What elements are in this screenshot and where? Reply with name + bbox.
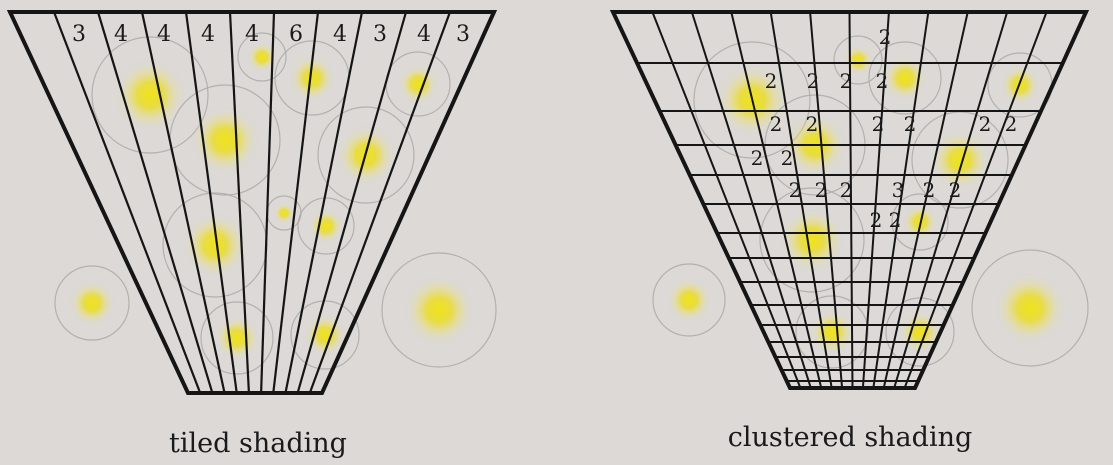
tile-slice-line: [284, 11, 364, 394]
light-radius-ring: [237, 32, 287, 82]
light-radius-ring: [381, 252, 497, 368]
light-source: [381, 252, 497, 368]
tiled-shading-diagram: tiled shading 3 4 4 4 4 6 4 3 4 3: [6, 10, 498, 459]
tiled-light-sources: [54, 32, 497, 375]
light-source: [54, 265, 130, 341]
cluster-count: 3: [892, 178, 905, 202]
clustered-shading-diagram: clustered shading 2 2 2 2 2 2 2 2 2 2 2 …: [609, 10, 1090, 453]
tiled-caption: tiled shading: [169, 428, 347, 459]
tile-slice-line: [184, 11, 238, 394]
cluster-count: 2: [870, 208, 883, 232]
frustum-outline: [6, 10, 498, 395]
cluster-count: 2: [815, 178, 828, 202]
light-source: [971, 249, 1089, 367]
light-radius-ring: [795, 295, 869, 369]
tile-count-9: 4: [417, 22, 431, 47]
light-radius-ring: [317, 106, 415, 204]
tile-count-6: 6: [289, 22, 303, 47]
light-glow: [182, 212, 248, 278]
light-glow: [273, 202, 295, 224]
light-glow: [289, 55, 335, 101]
clustered-light-sources: [652, 35, 1089, 369]
tile-slice-line: [228, 11, 251, 394]
cluster-count: 2: [872, 112, 885, 136]
light-glow: [994, 272, 1066, 344]
light-source: [200, 301, 274, 375]
tile-count-4: 4: [201, 22, 215, 47]
light-glow: [190, 105, 260, 175]
clustered-grid: [609, 10, 1090, 390]
cluster-count: 2: [904, 112, 917, 136]
tiled-grid: [6, 10, 498, 395]
light-radius-ring: [971, 249, 1089, 367]
light-glow: [114, 59, 186, 131]
cluster-count: 2: [781, 146, 794, 170]
light-radius-ring: [833, 35, 883, 85]
light-source: [385, 51, 451, 117]
light-radius-ring: [868, 41, 942, 115]
light-glow: [403, 274, 475, 346]
cluster-count: 2: [889, 208, 902, 232]
tile-slice-line: [308, 11, 452, 394]
light-glow: [308, 208, 344, 244]
light-source: [652, 263, 726, 337]
light-glow: [666, 277, 712, 323]
light-radius-ring: [54, 265, 130, 341]
cluster-count: 2: [879, 25, 892, 49]
cluster-count: 2: [807, 69, 820, 93]
tile-slice-line: [272, 11, 320, 394]
light-glow: [69, 280, 115, 326]
light-radius-ring: [652, 263, 726, 337]
light-radius-ring: [885, 297, 955, 367]
light-radius-ring: [891, 193, 949, 251]
tile-count-3: 4: [157, 22, 171, 47]
tile-count-7: 4: [333, 22, 347, 47]
cluster-count: 2: [770, 112, 783, 136]
light-radius-ring: [693, 41, 811, 159]
tile-count-8: 3: [373, 22, 387, 47]
light-radius-ring: [297, 197, 355, 255]
cluster-count: 2: [949, 178, 962, 202]
tile-count-2: 4: [114, 22, 128, 47]
light-radius-ring: [759, 187, 865, 293]
tile-count-10: 3: [456, 22, 470, 47]
tiled-light-counts: 3 4 4 4 4 6 4 3 4 3: [72, 22, 470, 47]
light-glow: [809, 309, 855, 355]
tile-count-1: 3: [72, 22, 86, 47]
light-source: [237, 32, 287, 82]
tile-slice-line: [96, 11, 214, 394]
cluster-count: 2: [923, 178, 936, 202]
cluster-count: 2: [751, 146, 764, 170]
light-radius-ring: [200, 301, 274, 375]
tile-slice-line: [52, 11, 202, 394]
cluster-count: 2: [979, 112, 992, 136]
light-glow: [214, 315, 260, 361]
light-radius-ring: [290, 300, 360, 370]
tile-slice-line: [259, 11, 276, 394]
clustered-light-counts: 2 2 2 2 2 2 2 2 2 2 2 2 2 2 2 2 3 2 2 2 …: [751, 25, 1018, 232]
tile-slice-line: [140, 11, 226, 394]
cluster-count: 2: [806, 112, 819, 136]
cluster-count: 2: [840, 178, 853, 202]
cluster-count: 2: [765, 69, 778, 93]
light-glow: [247, 42, 277, 72]
cluster-count: 2: [1005, 112, 1018, 136]
light-source: [91, 36, 209, 154]
cluster-count: 2: [876, 69, 889, 93]
tile-slice-line: [296, 11, 408, 394]
cluster-count: 2: [789, 178, 802, 202]
clustered-caption: clustered shading: [728, 422, 973, 453]
tile-count-5: 4: [245, 22, 259, 47]
cluster-count: 2: [840, 69, 853, 93]
light-source: [274, 40, 350, 116]
light-radius-ring: [91, 36, 209, 154]
